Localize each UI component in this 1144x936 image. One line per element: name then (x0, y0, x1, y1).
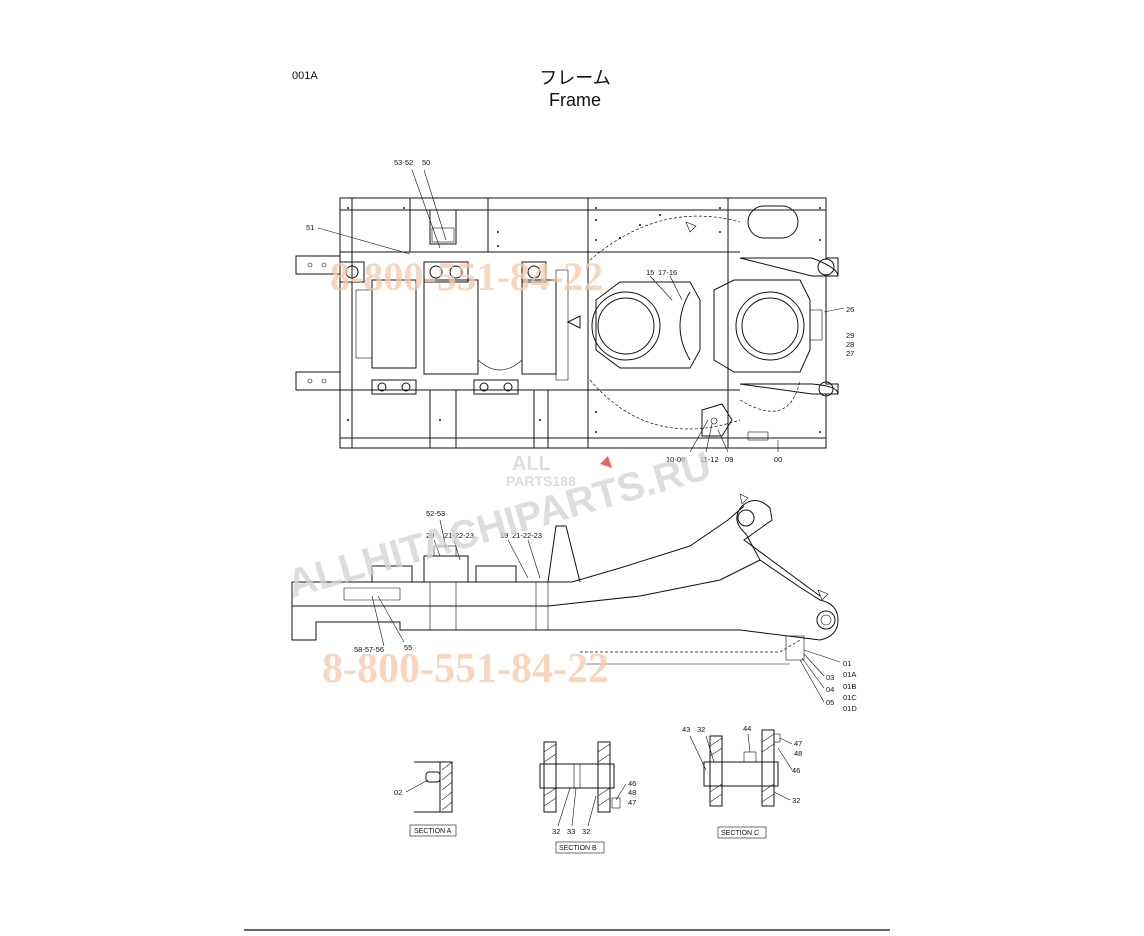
section-c: 43 32 44 47 48 46 32 SECTION C (682, 724, 802, 839)
watermark-logo-line1: ALL (512, 453, 551, 475)
section-c-label-6: 32 (792, 796, 800, 805)
top-view: 53-52 50 51 15 17-16 26 29 28 27 10-08 1… (295, 158, 854, 464)
side-label-1: 20 (426, 531, 434, 540)
section-c-label-3: 47 (794, 739, 802, 748)
side-label-7: 01 (843, 659, 851, 668)
title-english: Frame (548, 90, 601, 110)
section-b-label-1: 33 (567, 827, 575, 836)
section-b-label-3: 46 (628, 779, 636, 788)
page-code: 001A (292, 70, 318, 82)
top-label-2: 51 (306, 223, 314, 232)
top-label-7: 28 (846, 340, 854, 349)
section-a: 02 SECTION A (394, 761, 457, 837)
side-label-0: 52-53 (426, 509, 445, 518)
section-b-label-0: 32 (552, 827, 560, 836)
section-c-label-1: 32 (697, 725, 705, 734)
watermark-logo: ALL PARTS188 (506, 453, 612, 489)
section-c-label-2: 44 (743, 724, 751, 733)
watermarks: 8-800-551-84-22 8-800-551-84-22 ALLHITAC… (282, 254, 716, 692)
side-label-5: 58-57-56 (354, 645, 384, 654)
top-label-6: 29 (846, 331, 854, 340)
side-label-4: 21-22-23 (512, 531, 542, 540)
side-label-2: 21-22-23 (444, 531, 474, 540)
side-label-8: 01A (843, 670, 856, 679)
top-label-8: 27 (846, 349, 854, 358)
section-b-label-2: 32 (582, 827, 590, 836)
section-c-label-4: 48 (794, 749, 802, 758)
side-label-14: 01D (843, 704, 857, 713)
side-label-11: 04 (826, 685, 834, 694)
top-label-1: 50 (422, 158, 430, 167)
section-c-label-5: 46 (792, 766, 800, 775)
top-label-9: 10-08 (666, 455, 685, 464)
title-japanese: フレーム (539, 68, 611, 89)
top-label-10: 11-12 (700, 455, 719, 464)
section-a-title: SECTION A (414, 828, 452, 835)
side-label-6: 55 (404, 643, 412, 652)
top-label-12: 00 (774, 455, 782, 464)
section-b-label-5: 47 (628, 798, 636, 807)
section-a-label-0: 02 (394, 788, 402, 797)
section-b-label-4: 48 (628, 788, 636, 797)
side-label-13: 05 (826, 698, 834, 707)
watermark-logo-mark (600, 456, 612, 468)
side-label-12: 01C (843, 693, 857, 702)
side-label-10: 01B (843, 682, 856, 691)
top-label-11: 09 (725, 455, 733, 464)
section-b-title: SECTION B (559, 845, 597, 852)
section-c-title: SECTION C (721, 830, 759, 837)
section-b: 32 33 32 46 48 47 SECTION B (539, 741, 636, 854)
watermark-phone-top: 8-800-551-84-22 (330, 254, 603, 299)
top-label-4: 17-16 (658, 268, 677, 277)
top-label-3: 15 (646, 268, 654, 277)
side-label-3: 19 (500, 531, 508, 540)
watermark-phone-bottom: 8-800-551-84-22 (322, 646, 609, 692)
section-c-label-0: 43 (682, 725, 690, 734)
side-view: 52-53 20 21-22-23 19 21-22-23 58-57-56 5… (291, 493, 857, 713)
top-label-0: 53-52 (394, 158, 413, 167)
watermark-logo-line2: PARTS188 (506, 473, 576, 489)
side-label-9: 03 (826, 673, 834, 682)
top-label-5: 26 (846, 305, 854, 314)
